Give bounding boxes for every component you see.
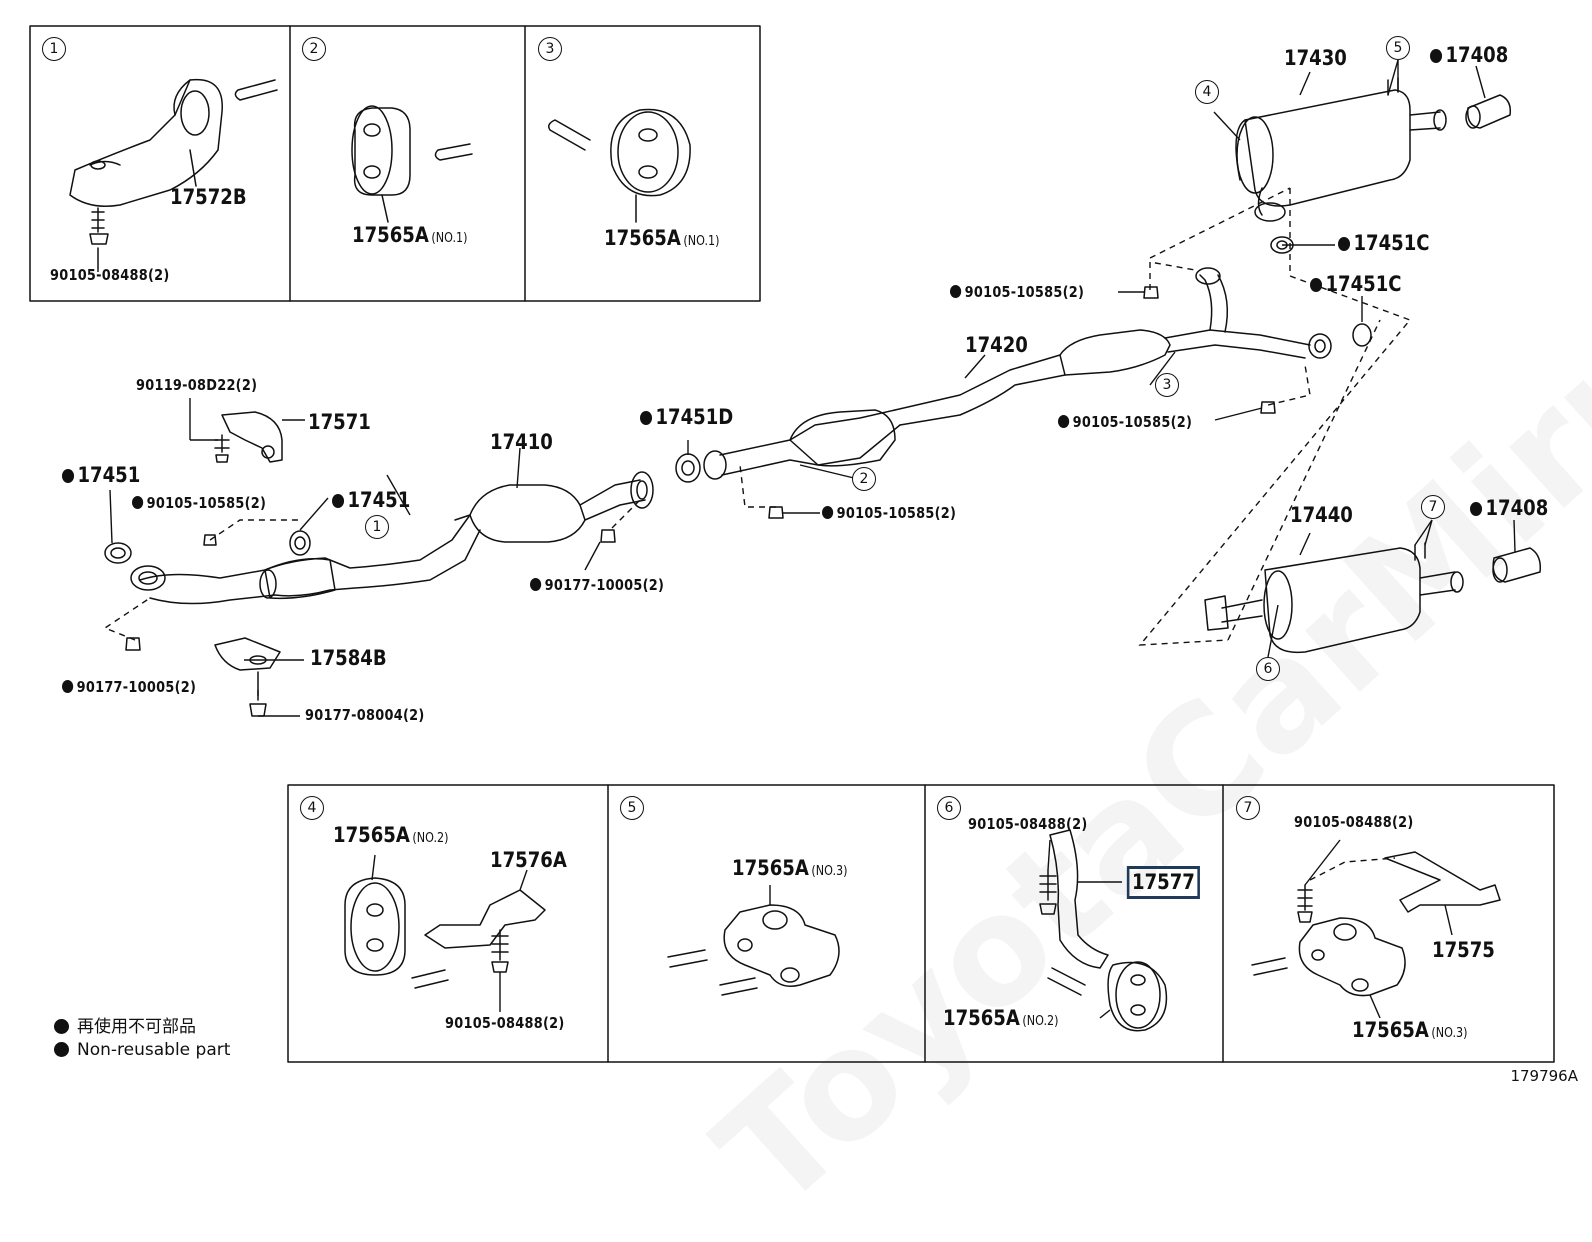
inset-frame-top (29, 25, 761, 302)
callout-main-5: 5 (1386, 36, 1410, 60)
label-nut-c: 90177-10005(2) (530, 578, 664, 593)
label-nut-l: 90177-10005(2) (62, 680, 196, 695)
callout-main-2: 2 (852, 467, 876, 491)
label-17576A: 17576A (490, 848, 567, 872)
callout-1: 1 (42, 37, 66, 61)
exhaust-diagram (29, 25, 1555, 1063)
legend-en: Non-reusable part (54, 1040, 230, 1060)
label-gasket-17451D: 17451D (640, 407, 733, 428)
label-17575: 17575 (1432, 938, 1495, 962)
label-bolt-a: 90105-10585(2) (132, 496, 266, 511)
callout-5: 5 (620, 796, 644, 820)
callout-4: 4 (300, 796, 324, 820)
callout-main-1: 1 (365, 515, 389, 539)
label-17410: 17410 (490, 430, 553, 454)
label-17420: 17420 (965, 333, 1028, 357)
label-inset2-part: 17565A(NO.1) (352, 223, 468, 247)
label-gasket-17451C-a: 17451C (1338, 233, 1430, 254)
label-inset1-bolt: 90105-08488(2) (50, 266, 170, 284)
label-gasket-17451C-b: 17451C (1310, 274, 1402, 295)
label-inset6-part: 17565A(NO.2) (943, 1006, 1059, 1030)
label-gasket-17451-a: 17451 (62, 465, 140, 486)
callout-main-6: 6 (1256, 657, 1280, 681)
label-tip-17408-b: 17408 (1470, 498, 1548, 519)
label-bolt-e: 90105-10585(2) (1058, 415, 1192, 430)
label-inset3-part: 17565A(NO.1) (604, 226, 720, 250)
label-inset7-bolt: 90105-08488(2) (1294, 813, 1414, 831)
callout-3: 3 (538, 37, 562, 61)
label-17577-highlighted: 17577 (1126, 866, 1200, 899)
label-inset4-bolt: 90105-08488(2) (445, 1014, 565, 1032)
label-bolt-d: 90105-10585(2) (950, 285, 1084, 300)
callout-main-3: 3 (1155, 373, 1179, 397)
label-inset4-part: 17565A(NO.2) (333, 823, 449, 847)
label-17430: 17430 (1284, 46, 1347, 70)
label-17440: 17440 (1290, 503, 1353, 527)
label-tip-17408-a: 17408 (1430, 45, 1508, 66)
label-17584B: 17584B (310, 646, 387, 670)
label-17572B: 17572B (170, 185, 247, 209)
inset-frame-bottom (287, 784, 1555, 1063)
callout-main-7: 7 (1421, 495, 1445, 519)
figure-id: 179796A (1510, 1067, 1578, 1085)
label-bolt-c: 90105-10585(2) (822, 506, 956, 521)
label-inset7-part: 17565A(NO.3) (1352, 1018, 1468, 1042)
callout-7: 7 (1236, 796, 1260, 820)
label-bolt-17571: 90119-08D22(2) (136, 376, 258, 394)
label-gasket-17451-b: 17451 (332, 490, 410, 511)
callout-2: 2 (302, 37, 326, 61)
legend-jp: 再使用不可部品 (54, 1012, 196, 1037)
callout-6: 6 (937, 796, 961, 820)
label-17571: 17571 (308, 410, 371, 434)
callout-main-4: 4 (1195, 80, 1219, 104)
label-inset6-bolt: 90105-08488(2) (968, 815, 1088, 833)
label-nut-b: 90177-08004(2) (305, 706, 425, 724)
label-inset5-part: 17565A(NO.3) (732, 856, 848, 880)
